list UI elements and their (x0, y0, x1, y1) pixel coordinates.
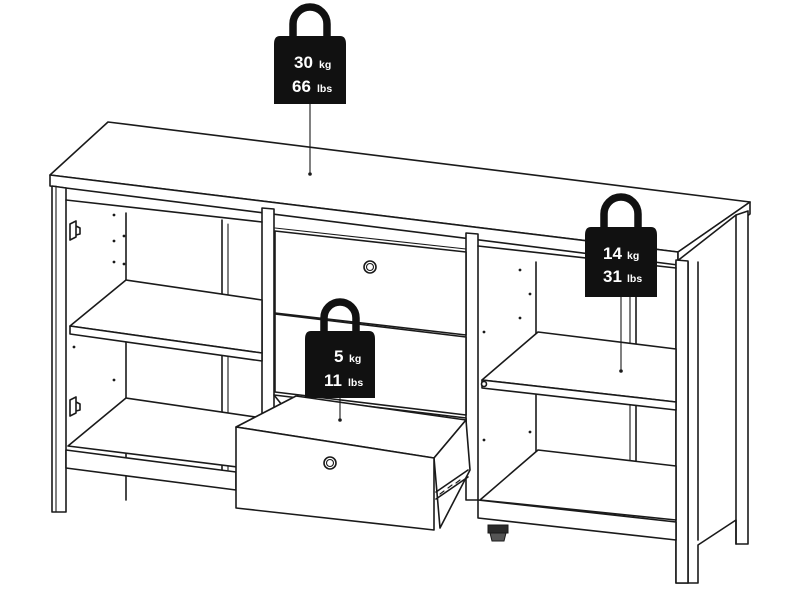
open-drawer-front[interactable] (235, 426, 435, 531)
drawer-knob-icon[interactable] (323, 456, 337, 470)
door-hinge-icon (69, 396, 81, 417)
weight-top-lbs-value: 66 (292, 77, 311, 96)
weight-drawer-lbs-unit: lbs (348, 377, 363, 389)
drawer-knob-icon[interactable] (363, 260, 377, 274)
weight-right-lbs-value: 31 (603, 267, 622, 286)
front-frame (51, 185, 689, 584)
door-hinge-icon (69, 220, 81, 241)
center-left-post (261, 207, 275, 416)
drawer-runner (435, 469, 469, 500)
weight-top-lbs-unit: lbs (317, 83, 332, 95)
weight-top: 30 kg 66 lbs (274, 3, 346, 176)
weight-right-kg-value: 14 (603, 244, 622, 263)
weight-right-lbs-unit: lbs (627, 273, 642, 285)
right-bottom-panel (479, 449, 677, 521)
right-post (675, 259, 689, 584)
weight-drawer-kg-value: 5 (334, 347, 343, 366)
weight-top-kg-unit: kg (319, 59, 331, 71)
right-compartment (477, 245, 677, 541)
kettlebell-weight-icon (274, 3, 346, 104)
weight-drawer: 5 kg 11 lbs (305, 298, 375, 422)
weight-drawer-lbs-value: 11 (324, 371, 342, 390)
left-post (51, 185, 67, 513)
weight-right-shelf: 14 kg 31 lbs (585, 193, 657, 373)
weight-right-kg-unit: kg (627, 250, 639, 262)
right-plinth (477, 499, 677, 541)
weight-top-kg-value: 30 (294, 53, 313, 72)
adjustable-foot (487, 524, 509, 542)
kettlebell-weight-icon (305, 298, 375, 398)
weight-drawer-kg-unit: kg (349, 353, 361, 365)
kettlebell-weight-icon (585, 193, 657, 297)
left-shelf-front (69, 325, 263, 362)
open-drawer-side (433, 419, 471, 529)
left-compartment (65, 199, 263, 501)
